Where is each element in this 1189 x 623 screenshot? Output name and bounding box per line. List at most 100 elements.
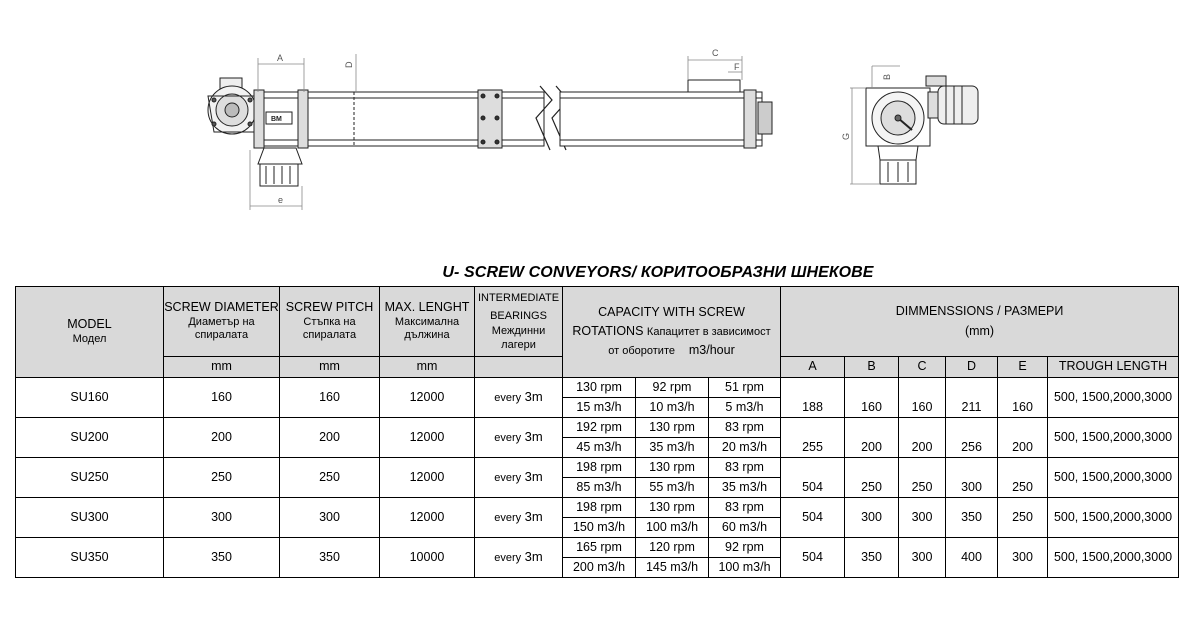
rpm-cell: 198 rpm	[562, 457, 636, 478]
rpm-cell: 130 rpm	[635, 497, 709, 518]
dim-a-value: 188	[780, 377, 846, 418]
header-max-length-en: MAX. LENGHT	[384, 299, 470, 314]
row-bearings: every 3m	[474, 537, 563, 578]
capacity-cell: 55 m3/h	[635, 477, 709, 498]
row-bearings: every 3m	[474, 497, 563, 538]
header-bearings-bg: Междинни лагери	[491, 325, 546, 352]
capacity-cell: 100 m3/h	[635, 517, 709, 538]
header-max-length: MAX. LENGHT Максимална дължина	[379, 286, 475, 357]
header-capacity-line1: CAPACITY WITH SCREW	[598, 305, 745, 320]
row-bearings: every 3m	[474, 417, 563, 458]
row-bearings: every 3m	[474, 457, 563, 498]
dim-e-value: 250	[997, 497, 1049, 538]
dim-a-value: 504	[780, 497, 846, 538]
row-diameter: 350	[163, 537, 280, 578]
header-capacity-bg-1: Капацитет в зависимост	[646, 326, 771, 339]
header-model-bg: Модел	[72, 332, 107, 345]
rpm-cell: 130 rpm	[635, 417, 709, 438]
row-length: 12000	[379, 377, 475, 418]
dim-b-value: 200	[844, 417, 900, 458]
capacity-cell: 100 m3/h	[707, 557, 782, 578]
dim-col-c: C	[898, 356, 947, 378]
unit-bearings	[474, 356, 563, 378]
dim-label-a: A	[277, 53, 283, 63]
header-capacity: CAPACITY WITH SCREW ROTATIONS Капацитет …	[561, 286, 782, 378]
rpm-cell: 92 rpm	[707, 537, 782, 558]
trough-length-value: 500, 1500,2000,3000	[1047, 417, 1180, 458]
row-model: SU350	[15, 537, 164, 578]
rpm-cell: 130 rpm	[562, 377, 636, 398]
dim-d-value: 400	[945, 537, 999, 578]
row-diameter: 250	[163, 457, 280, 498]
header-screw-diameter: SCREW DIAMETER Диаметър на спиралата	[163, 286, 280, 357]
header-model-en: MODEL	[67, 317, 112, 332]
bearings-value: 3m	[524, 389, 543, 405]
rpm-cell: 165 rpm	[562, 537, 636, 558]
logo-badge: BM	[271, 116, 282, 123]
header-screw-pitch: SCREW PITCH Стъпка на спиралата	[279, 286, 380, 357]
dim-c-value: 160	[898, 377, 947, 418]
header-screw-diameter-bg: Диаметър на спиралата	[188, 315, 255, 342]
rpm-cell: 192 rpm	[562, 417, 636, 438]
row-length: 12000	[379, 457, 475, 498]
capacity-cell: 45 m3/h	[562, 437, 636, 458]
row-diameter: 200	[163, 417, 280, 458]
unit-length: mm	[379, 356, 475, 378]
header-screw-pitch-en: SCREW PITCH	[285, 299, 374, 314]
dimension-labels: A D C F e B G	[277, 48, 892, 205]
row-pitch: 350	[279, 537, 380, 578]
header-model: MODEL Модел	[15, 286, 164, 378]
dim-label-e: e	[278, 195, 283, 205]
capacity-cell: 145 m3/h	[635, 557, 709, 578]
dim-c-value: 300	[898, 497, 947, 538]
rpm-cell: 120 rpm	[635, 537, 709, 558]
dim-col-a: A	[780, 356, 846, 378]
outlet-spout-side	[257, 147, 303, 187]
dim-a-value: 504	[780, 537, 846, 578]
dim-label-d: D	[344, 61, 354, 68]
conveyor-technical-drawing: A D C F e B G BM	[207, 48, 979, 210]
row-model: SU300	[15, 497, 164, 538]
dim-d-value: 350	[945, 497, 999, 538]
bearings-every: every	[494, 392, 522, 405]
spec-table: MODEL Модел SCREW DIAMETER Диаметър на с…	[15, 286, 1180, 578]
bearings-value: 3m	[524, 429, 543, 445]
dim-b-value: 300	[844, 497, 900, 538]
trough-body-left	[253, 89, 545, 149]
row-model: SU160	[15, 377, 164, 418]
trough-length-value: 500, 1500,2000,3000	[1047, 537, 1180, 578]
bearings-every: every	[494, 512, 522, 525]
dim-label-b: B	[882, 74, 892, 80]
row-model: SU200	[15, 417, 164, 458]
header-bearings-en: INTERMEDIATE BEARINGS	[477, 292, 560, 322]
capacity-cell: 35 m3/h	[707, 477, 782, 498]
dimension-lines-end	[850, 65, 900, 185]
dim-c-value: 200	[898, 417, 947, 458]
header-screw-diameter-en: SCREW DIAMETER	[164, 299, 279, 314]
rpm-cell: 51 rpm	[707, 377, 782, 398]
dim-b-value: 350	[844, 537, 900, 578]
dimension-lines-side	[249, 54, 743, 210]
dim-a-value: 255	[780, 417, 846, 458]
row-pitch: 250	[279, 457, 380, 498]
rpm-cell: 83 rpm	[707, 457, 782, 478]
rpm-cell: 83 rpm	[707, 417, 782, 438]
trough-length-value: 500, 1500,2000,3000	[1047, 377, 1180, 418]
row-length: 12000	[379, 497, 475, 538]
row-pitch: 300	[279, 497, 380, 538]
row-diameter: 300	[163, 497, 280, 538]
dim-b-value: 160	[844, 377, 900, 418]
row-diameter: 160	[163, 377, 280, 418]
rpm-cell: 92 rpm	[635, 377, 709, 398]
dim-col-b: B	[844, 356, 900, 378]
dim-label-c: C	[712, 48, 719, 58]
row-length: 12000	[379, 417, 475, 458]
dim-label-g: G	[841, 133, 851, 140]
dim-b-value: 250	[844, 457, 900, 498]
capacity-cell: 85 m3/h	[562, 477, 636, 498]
header-capacity-unit: m3/hour	[688, 342, 735, 357]
capacity-cell: 15 m3/h	[562, 397, 636, 418]
dim-col-d: D	[945, 356, 999, 378]
end-view	[865, 75, 979, 185]
row-bearings: every 3m	[474, 377, 563, 418]
